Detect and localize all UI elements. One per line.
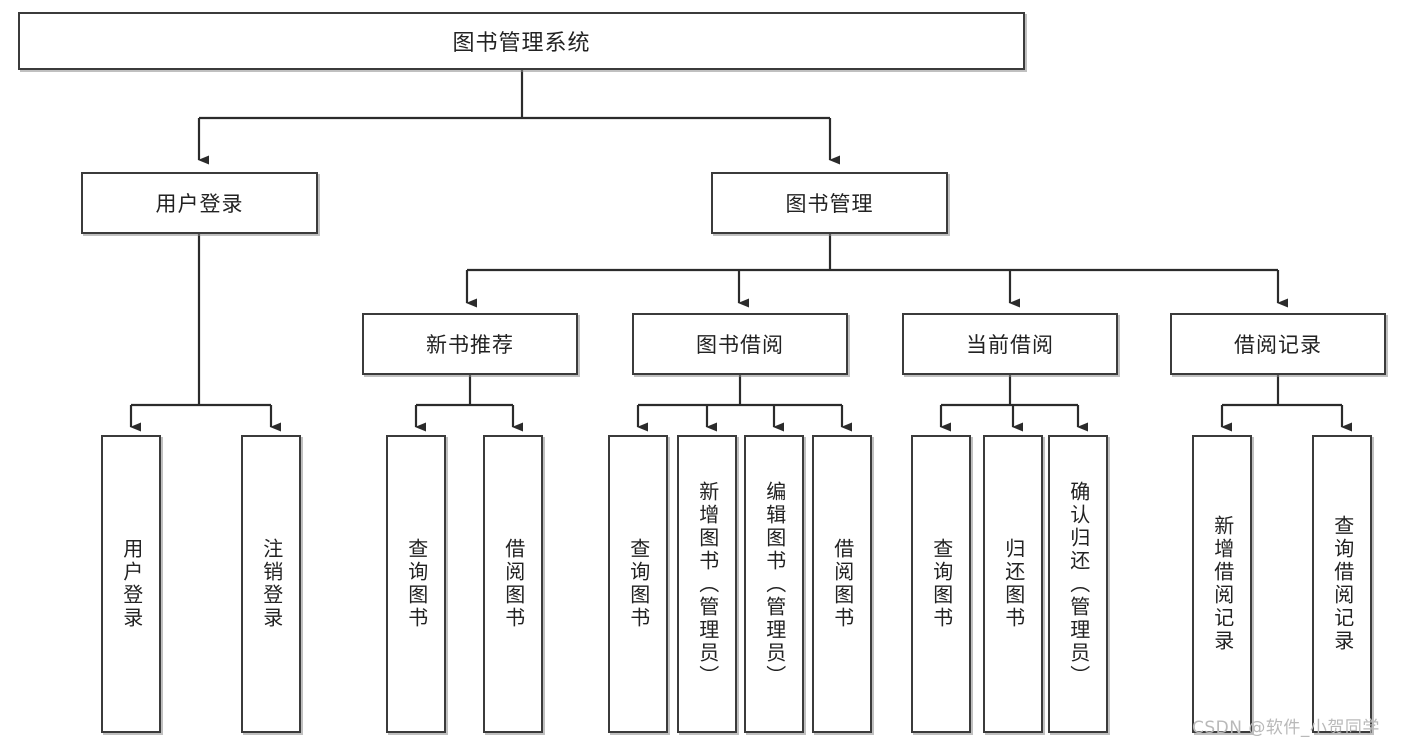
leaf-user-login-logout[interactable]: 注销登录 (241, 435, 301, 733)
node-book-borrow[interactable]: 图书借阅 (632, 313, 848, 375)
leaf-borrow-record-query-record[interactable]: 查询借阅记录 (1312, 435, 1372, 733)
leaf-borrow-record-add-record[interactable]: 新增借阅记录 (1192, 435, 1252, 733)
csdn-watermark: CSDN @软件_小贺同学 (1192, 718, 1380, 738)
node-root-system[interactable]: 图书管理系统 (18, 12, 1025, 70)
leaf-current-borrow-return-book[interactable]: 归还图书 (983, 435, 1043, 733)
leaf-book-borrow-borrow-book[interactable]: 借阅图书 (812, 435, 872, 733)
node-book-management[interactable]: 图书管理 (711, 172, 948, 234)
leaf-book-borrow-edit-book-admin[interactable]: 编辑图书（管理员） (744, 435, 804, 733)
leaf-book-borrow-query-book[interactable]: 查询图书 (608, 435, 668, 733)
node-user-login[interactable]: 用户登录 (81, 172, 318, 234)
leaf-current-borrow-confirm-return-admin[interactable]: 确认归还（管理员） (1048, 435, 1108, 733)
leaf-new-book-query-book[interactable]: 查询图书 (386, 435, 446, 733)
leaf-new-book-borrow-book[interactable]: 借阅图书 (483, 435, 543, 733)
leaf-user-login-login[interactable]: 用户登录 (101, 435, 161, 733)
node-new-book-recommend[interactable]: 新书推荐 (362, 313, 578, 375)
node-borrow-record[interactable]: 借阅记录 (1170, 313, 1386, 375)
node-current-borrow[interactable]: 当前借阅 (902, 313, 1118, 375)
leaf-current-borrow-query-book[interactable]: 查询图书 (911, 435, 971, 733)
leaf-book-borrow-add-book-admin[interactable]: 新增图书（管理员） (677, 435, 737, 733)
